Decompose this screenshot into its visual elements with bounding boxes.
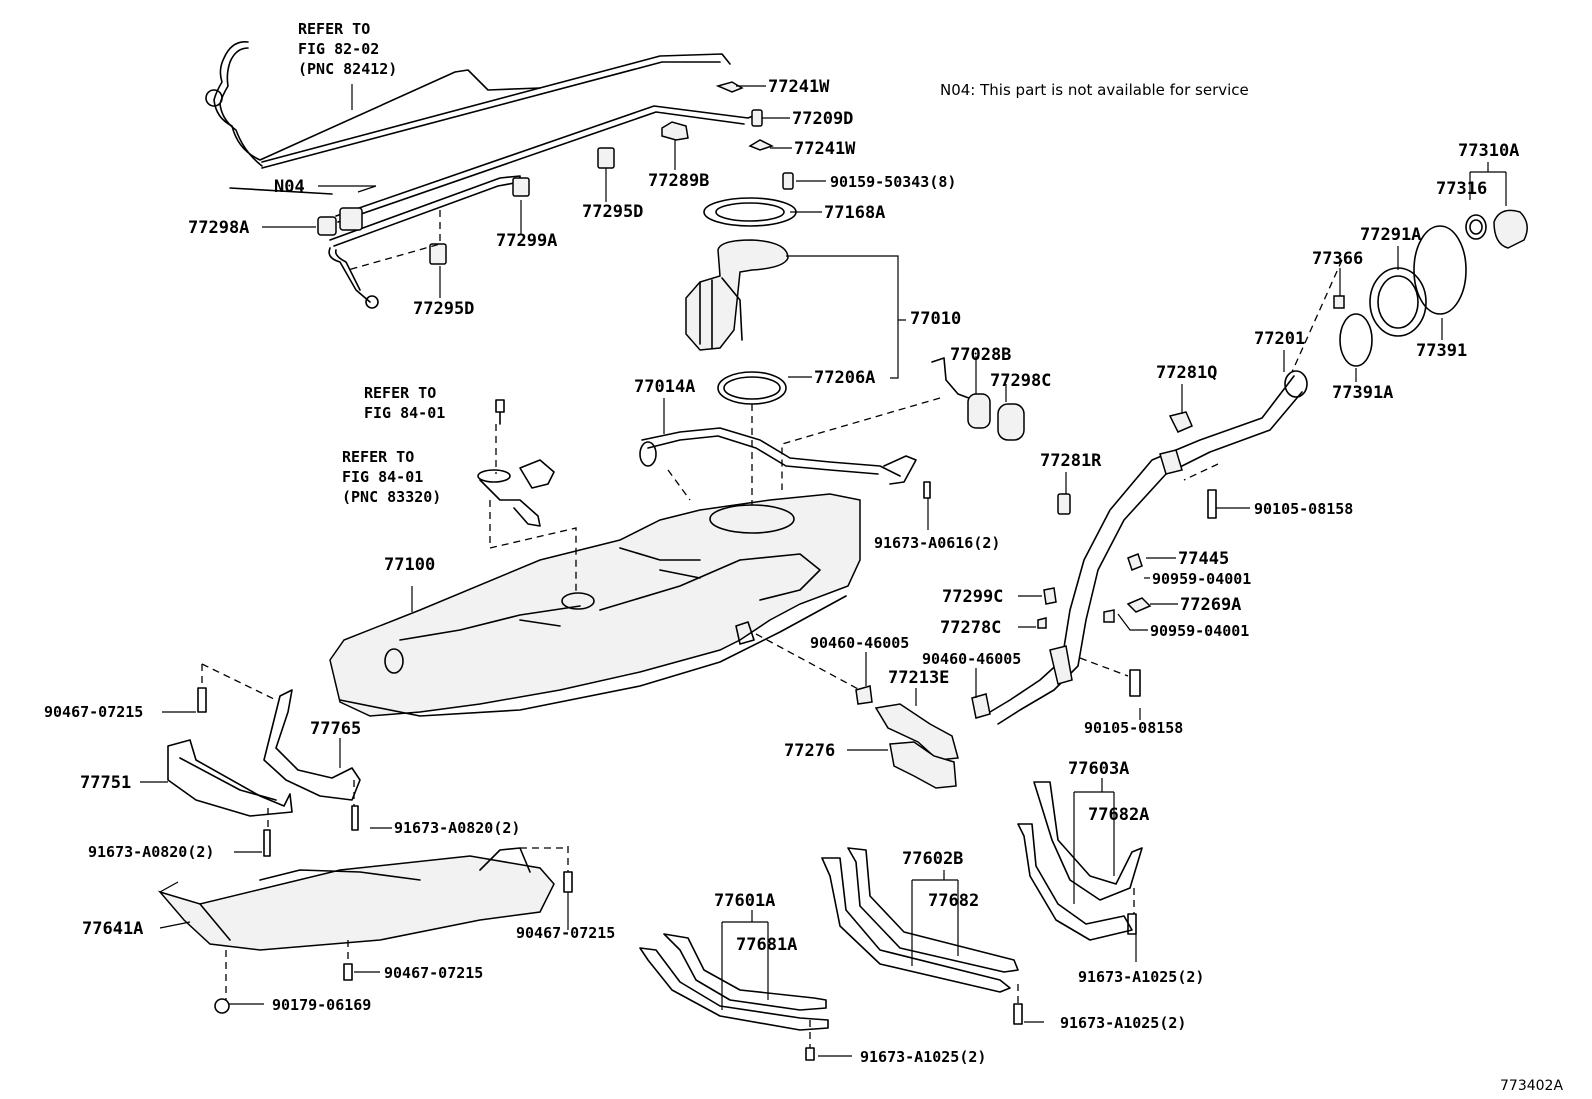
fuel-tube-assembly-drawing (205, 41, 759, 309)
filler-neck-drawing (989, 370, 1308, 725)
part-label[interactable]: 77391 (1416, 341, 1467, 361)
part-label[interactable]: 77010 (910, 309, 961, 329)
part-label[interactable]: 77028B (950, 345, 1011, 365)
part-label[interactable]: 77281Q (1156, 363, 1217, 383)
tank-brackets-drawing (157, 689, 555, 951)
part-label[interactable]: 77298A (188, 218, 249, 238)
bolts-drawing (197, 399, 1217, 1061)
tank-straps-drawing (639, 781, 1143, 1031)
ref-fig-82-02-line1: REFER TO (298, 20, 370, 38)
part-label[interactable]: 77241W (794, 139, 856, 159)
part-label[interactable]: 90105-08158 (1254, 500, 1353, 518)
part-label[interactable]: 77601A (714, 891, 775, 911)
part-label[interactable]: 91673-A1025(2) (1078, 968, 1204, 986)
fuel-tank-drawing (329, 493, 861, 717)
ref-fig-84-01-a-line2: FIG 84-01 (364, 404, 445, 422)
part-label[interactable]: 77206A (814, 368, 875, 388)
part-label[interactable]: 77298C (990, 371, 1051, 391)
part-label[interactable]: 77281R (1040, 451, 1102, 471)
part-label[interactable]: 77276 (784, 741, 835, 761)
part-label[interactable]: 90959-04001 (1150, 622, 1249, 640)
part-label[interactable]: 77681A (736, 935, 797, 955)
part-label[interactable]: 77201 (1254, 329, 1305, 349)
part-label[interactable]: 90467-07215 (516, 924, 615, 942)
filler-hoses-drawing (855, 685, 991, 789)
part-number-labels: 77241W 77209D 77241W 90159-50343(8) 7728… (44, 77, 1519, 1066)
leader-lines (140, 84, 1507, 1057)
part-label[interactable]: 77366 (1312, 249, 1363, 269)
part-label[interactable]: 77299A (496, 231, 557, 251)
part-label[interactable]: 91673-A0616(2) (874, 534, 1000, 552)
figure-id: 773402A (1500, 1078, 1563, 1094)
part-label[interactable]: 77682 (928, 891, 979, 911)
part-label[interactable]: 77241W (768, 77, 830, 97)
part-label[interactable]: 90105-08158 (1084, 719, 1183, 737)
part-label[interactable]: 90460-46005 (922, 650, 1021, 668)
vapor-hose-drawing (639, 427, 917, 485)
part-label[interactable]: 77751 (80, 773, 131, 793)
ref-fig-84-01-a-line1: REFER TO (364, 384, 436, 402)
part-label[interactable]: 90159-50343(8) (830, 173, 956, 191)
reference-notes: REFER TO FIG 82-02 (PNC 82412) REFER TO … (298, 20, 1563, 1094)
ref-fig-82-02-line2: FIG 82-02 (298, 40, 379, 58)
part-label[interactable]: 77445 (1178, 549, 1229, 569)
part-label[interactable]: 77299C (942, 587, 1003, 607)
part-label[interactable]: 77316 (1436, 179, 1487, 199)
part-label[interactable]: 77100 (384, 555, 435, 575)
part-label[interactable]: 77014A (634, 377, 695, 397)
part-label[interactable]: 77291A (1360, 225, 1421, 245)
part-label[interactable]: 90179-06169 (272, 996, 371, 1014)
part-label[interactable]: N04 (274, 177, 305, 197)
part-label[interactable]: 77603A (1068, 759, 1129, 779)
part-label[interactable]: 77213E (888, 668, 949, 688)
part-label[interactable]: 77289B (648, 171, 709, 191)
service-note: N04: This part is not available for serv… (940, 81, 1249, 99)
ref-fig-82-02-line3: (PNC 82412) (298, 60, 397, 78)
part-label[interactable]: 77310A (1458, 141, 1519, 161)
part-label[interactable]: 77269A (1180, 595, 1241, 615)
part-label[interactable]: 90467-07215 (384, 964, 483, 982)
part-label[interactable]: 77641A (82, 919, 143, 939)
part-label[interactable]: 77602B (902, 849, 963, 869)
part-label[interactable]: 77295D (582, 202, 643, 222)
part-label[interactable]: 90460-46005 (810, 634, 909, 652)
fuel-pump-assembly-drawing (685, 197, 797, 405)
part-label[interactable]: 91673-A0820(2) (394, 819, 520, 837)
part-label[interactable]: 77391A (1332, 383, 1393, 403)
part-label[interactable]: 77209D (792, 109, 853, 129)
evap-valve-parts-drawing (477, 459, 555, 527)
part-label[interactable]: 90959-04001 (1152, 570, 1251, 588)
part-label[interactable]: 77278C (940, 618, 1001, 638)
part-label[interactable]: 77765 (310, 719, 361, 739)
ref-fig-84-01-b-line3: (PNC 83320) (342, 488, 441, 506)
ref-fig-84-01-b-line1: REFER TO (342, 448, 414, 466)
ref-fig-84-01-b-line2: FIG 84-01 (342, 468, 423, 486)
part-label[interactable]: 77295D (413, 299, 474, 319)
part-label[interactable]: 77682A (1088, 805, 1149, 825)
part-label[interactable]: 91673-A0820(2) (88, 843, 214, 861)
alignment-dashed-lines (201, 210, 1343, 1048)
part-label[interactable]: 90467-07215 (44, 703, 143, 721)
part-label[interactable]: 91673-A1025(2) (860, 1048, 986, 1066)
vent-canister-drawing (931, 357, 1025, 441)
part-label[interactable]: 77168A (824, 203, 885, 223)
part-label[interactable]: 91673-A1025(2) (1060, 1014, 1186, 1032)
hose-hardware-drawing (1037, 411, 1193, 629)
